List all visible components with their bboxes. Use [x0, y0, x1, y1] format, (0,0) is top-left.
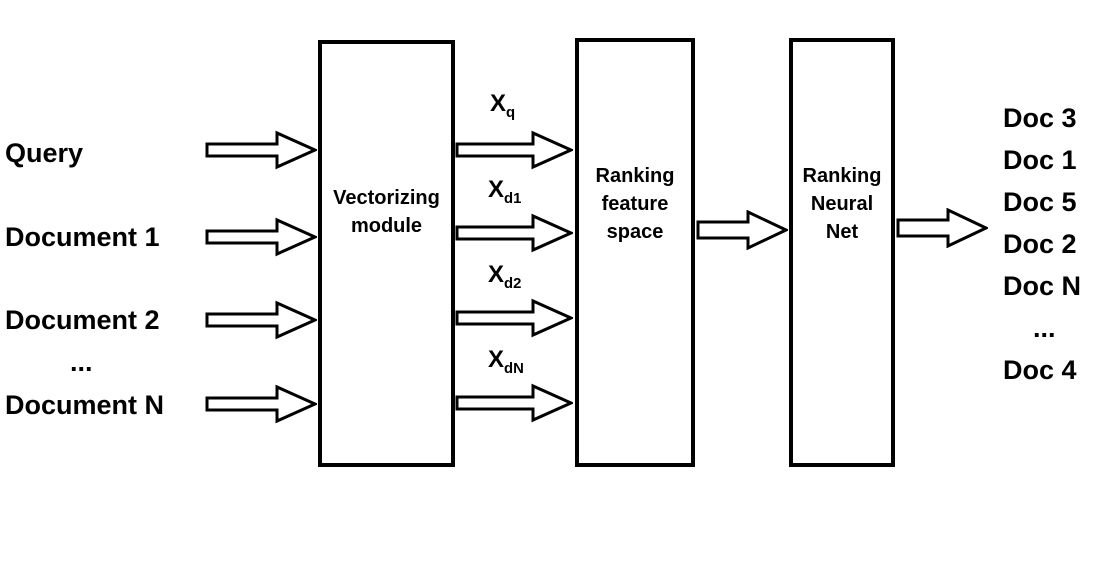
box-ranking-neural-net: Ranking Neural Net	[789, 38, 895, 467]
vector-base: X	[488, 176, 505, 203]
output-item-ellipsis: ...	[1033, 313, 1056, 343]
vector-sub: d2	[504, 275, 522, 292]
flow-arrow-icon	[696, 210, 788, 250]
box-label-ranking-feature-space: Ranking feature space	[595, 165, 675, 243]
vector-label-xq: Xq	[490, 90, 515, 127]
vector-sub: dN	[504, 360, 524, 377]
output-list: Doc 3 Doc 1 Doc 5 Doc 2 Doc N ... Doc 4	[1003, 97, 1081, 391]
output-item: Doc 1	[1003, 145, 1077, 175]
vector-label-xd1: Xd1	[488, 176, 521, 213]
box-label-ranking-neural-net: Ranking Neural Net	[802, 165, 882, 243]
input-arrow-icon	[205, 384, 317, 424]
input-label-ellipsis: ...	[70, 347, 93, 377]
vector-arrow-icon	[455, 130, 573, 170]
input-label-query: Query	[5, 138, 84, 168]
input-arrow-icon	[205, 300, 317, 340]
box-vectorizing-module: Vectorizing module	[318, 40, 455, 467]
output-item: Doc 5	[1003, 187, 1077, 217]
output-item: Doc 4	[1003, 355, 1077, 385]
vector-base: X	[488, 261, 505, 288]
input-label-document-2: Document 2	[5, 305, 160, 335]
output-item: Doc 3	[1003, 103, 1077, 133]
output-item: Doc N	[1003, 271, 1082, 301]
vector-arrow-icon	[455, 213, 573, 253]
output-item: Doc 2	[1003, 229, 1077, 259]
vector-arrow-icon	[455, 298, 573, 338]
vector-sub: q	[506, 104, 516, 121]
box-ranking-feature-space: Ranking feature space	[575, 38, 695, 467]
input-label-document-n: Document N	[5, 390, 165, 420]
vector-label-xd2: Xd2	[488, 261, 521, 298]
vector-arrow-icon	[455, 383, 573, 423]
vector-sub: d1	[504, 190, 522, 207]
vector-base: X	[490, 90, 507, 117]
output-arrow-icon	[896, 208, 988, 248]
input-arrow-icon	[205, 130, 317, 170]
vector-base: X	[488, 346, 505, 373]
input-arrow-icon	[205, 217, 317, 257]
vector-label-xdn: XdN	[488, 346, 524, 383]
box-label-vectorizing-module: Vectorizing module	[333, 187, 440, 237]
input-label-document-1: Document 1	[5, 222, 160, 252]
